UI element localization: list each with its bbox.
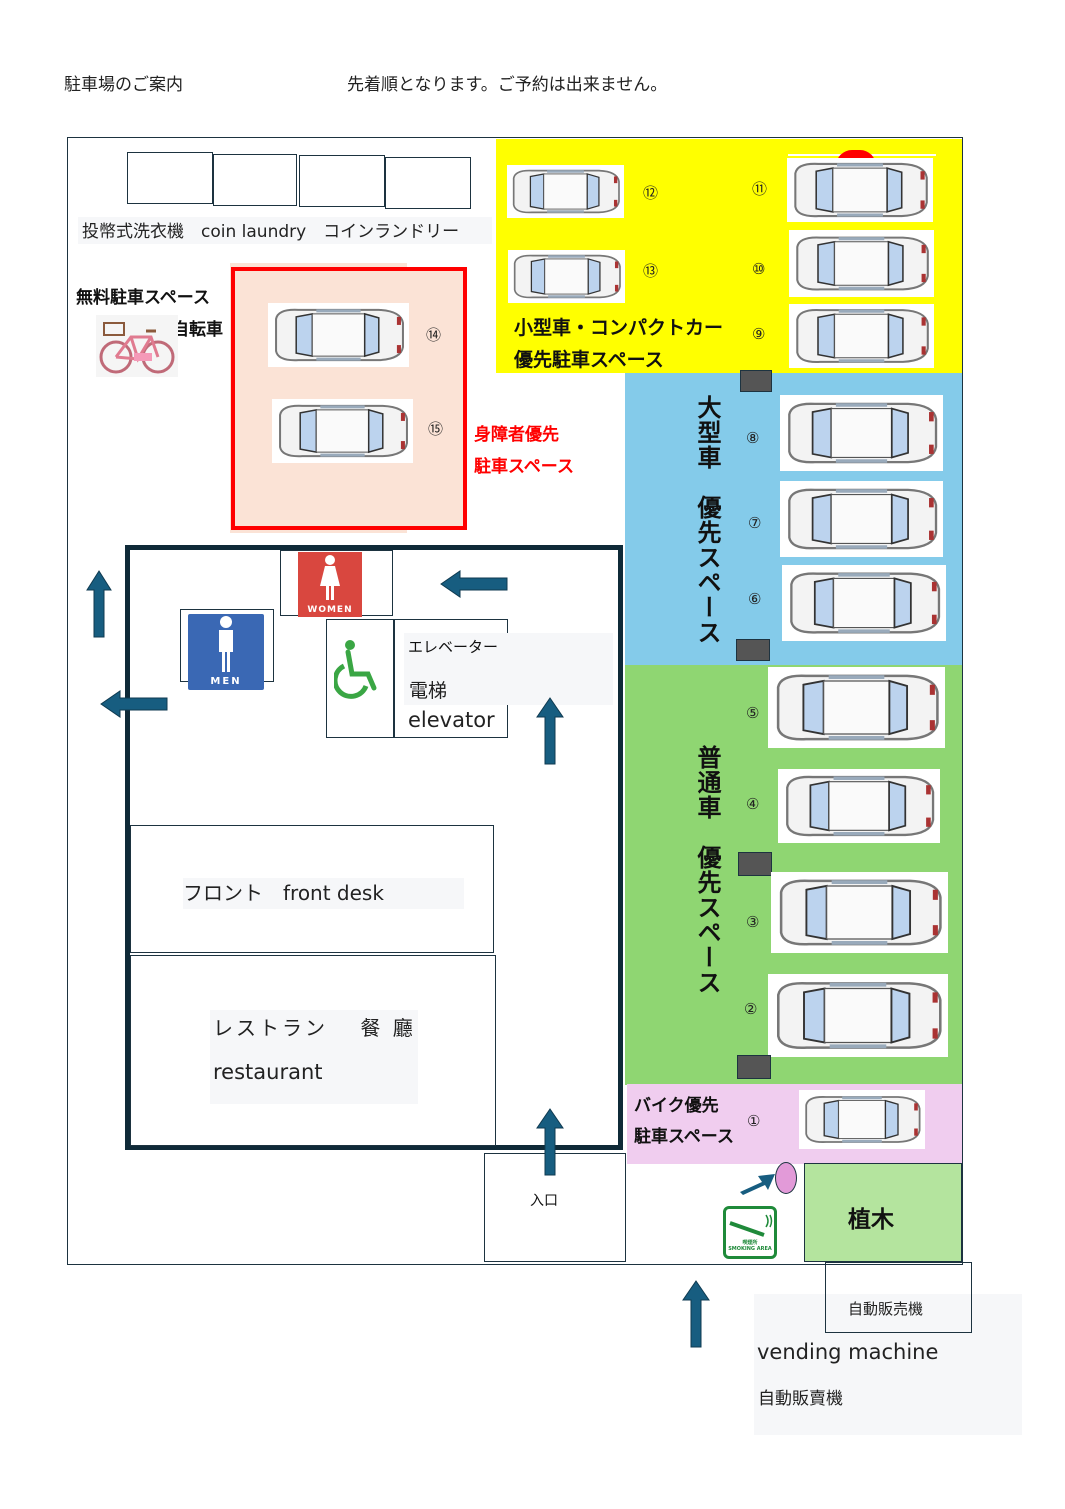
restaurant-label-en: restaurant	[213, 1060, 323, 1084]
space-number-8: ⑧	[746, 429, 760, 447]
plants-area	[804, 1163, 962, 1262]
car-space-11	[787, 158, 933, 222]
car-space-9	[789, 304, 934, 368]
laundry-machine	[299, 155, 385, 207]
notice-text: 先着順となります。ご予約は出来ません。	[347, 75, 668, 95]
restaurant-label-jp: レストラン 餐 廳	[213, 1016, 416, 1040]
vending-machine	[825, 1262, 972, 1333]
pillar	[737, 1055, 771, 1079]
space-number-6: ⑥	[748, 590, 762, 608]
car-space-14	[268, 303, 409, 367]
elevator-label-bg	[404, 633, 613, 705]
front-desk-label: フロント front desk	[183, 878, 464, 909]
space-number-15: ⑮	[428, 420, 444, 438]
restaurant-label-bg	[210, 1010, 418, 1104]
hotel-building	[125, 545, 623, 1150]
car-space-2	[768, 974, 948, 1057]
space-number-13: ⑬	[643, 262, 659, 280]
vending-label-cn: 自動販賣機	[758, 1389, 843, 1409]
car-space-5	[768, 667, 945, 748]
arrow-left-icon	[440, 570, 508, 598]
space-number-10: ⑩	[752, 260, 766, 278]
laundry-machine	[127, 152, 213, 204]
space-number-4: ④	[746, 795, 760, 813]
men-icon: MEN	[188, 614, 264, 690]
compact-label-2: 優先駐車スペース	[514, 349, 664, 371]
pillar	[736, 639, 770, 661]
plants-label: 植木	[848, 1207, 894, 1233]
smoking-area-icon: 喫煙所 SMOKING AREA	[723, 1206, 777, 1259]
bicycle-icon	[96, 315, 178, 377]
arrow-up-icon	[536, 697, 564, 765]
entrance-label: 入口	[530, 1193, 558, 1209]
car-space-3	[771, 872, 948, 953]
arrow-left-icon	[100, 690, 168, 718]
smoking-label-jp: 喫煙所	[742, 1240, 758, 1246]
space-number-9: ⑨	[752, 325, 766, 343]
large-vehicle-label: 大型車 優先スペース	[693, 395, 721, 645]
laundry-machine	[385, 157, 471, 209]
space-number-14: ⑭	[426, 326, 442, 344]
car-space-4	[778, 769, 940, 843]
space-number-3: ③	[746, 913, 760, 931]
arrow-up-icon	[682, 1280, 710, 1348]
car-space-6	[782, 565, 946, 641]
car-space-8	[780, 395, 943, 471]
pillar	[740, 370, 772, 392]
pillar	[738, 852, 772, 876]
women-icon: WOMEN	[298, 552, 362, 617]
elevator-label-en: elevator	[408, 708, 495, 732]
car-space-1	[799, 1090, 925, 1149]
car-space-7	[780, 481, 943, 557]
car-space-12	[507, 165, 624, 218]
space-number-1: ①	[747, 1112, 761, 1130]
standard-vehicle-label: 普通車 優先スペース	[693, 745, 721, 995]
car-space-13	[508, 250, 625, 303]
vending-label-jp: 自動販売機	[848, 1300, 924, 1318]
disabled-label-1: 身障者優先	[474, 425, 559, 445]
car-space-10	[789, 230, 934, 297]
vending-label-en: vending machine	[757, 1340, 939, 1364]
car-space-15	[272, 399, 413, 463]
laundry-label: 投幣式洗衣機 coin laundry コインランドリー	[78, 217, 492, 244]
accessible-elevator-box	[326, 619, 394, 738]
space-number-7: ⑦	[748, 514, 762, 532]
space-number-2: ②	[744, 1000, 758, 1018]
women-label: WOMEN	[307, 605, 353, 615]
arrow-diagonal-icon	[740, 1174, 775, 1195]
elevator-label-cn: 電梯	[409, 680, 448, 702]
arrow-up-icon	[536, 1108, 564, 1176]
motorbike-label-1: バイク優先	[634, 1096, 719, 1116]
bicycle-label: 自転車	[172, 320, 223, 340]
vending-label-bg	[754, 1294, 1022, 1435]
men-label: MEN	[210, 676, 242, 687]
space-number-5: ⑤	[746, 704, 760, 722]
free-parking-label: 無料駐車スペース	[76, 288, 210, 308]
arrow-up-icon	[86, 570, 112, 638]
page-title: 駐車場のご案内	[64, 75, 183, 95]
marker-oval	[775, 1162, 797, 1194]
space-number-11: ⑪	[752, 180, 768, 198]
disabled-label-2: 駐車スペース	[474, 457, 574, 477]
motorbike-label-2: 駐車スペース	[634, 1127, 734, 1147]
site-boundary	[67, 137, 963, 1265]
smoking-label-en: SMOKING AREA	[728, 1246, 772, 1252]
compact-label-1: 小型車・コンパクトカー	[514, 317, 724, 339]
wheelchair-icon	[332, 638, 384, 700]
laundry-machine	[213, 154, 297, 206]
elevator-label-jp: エレベーター	[408, 638, 499, 656]
space-number-12: ⑫	[643, 184, 659, 202]
